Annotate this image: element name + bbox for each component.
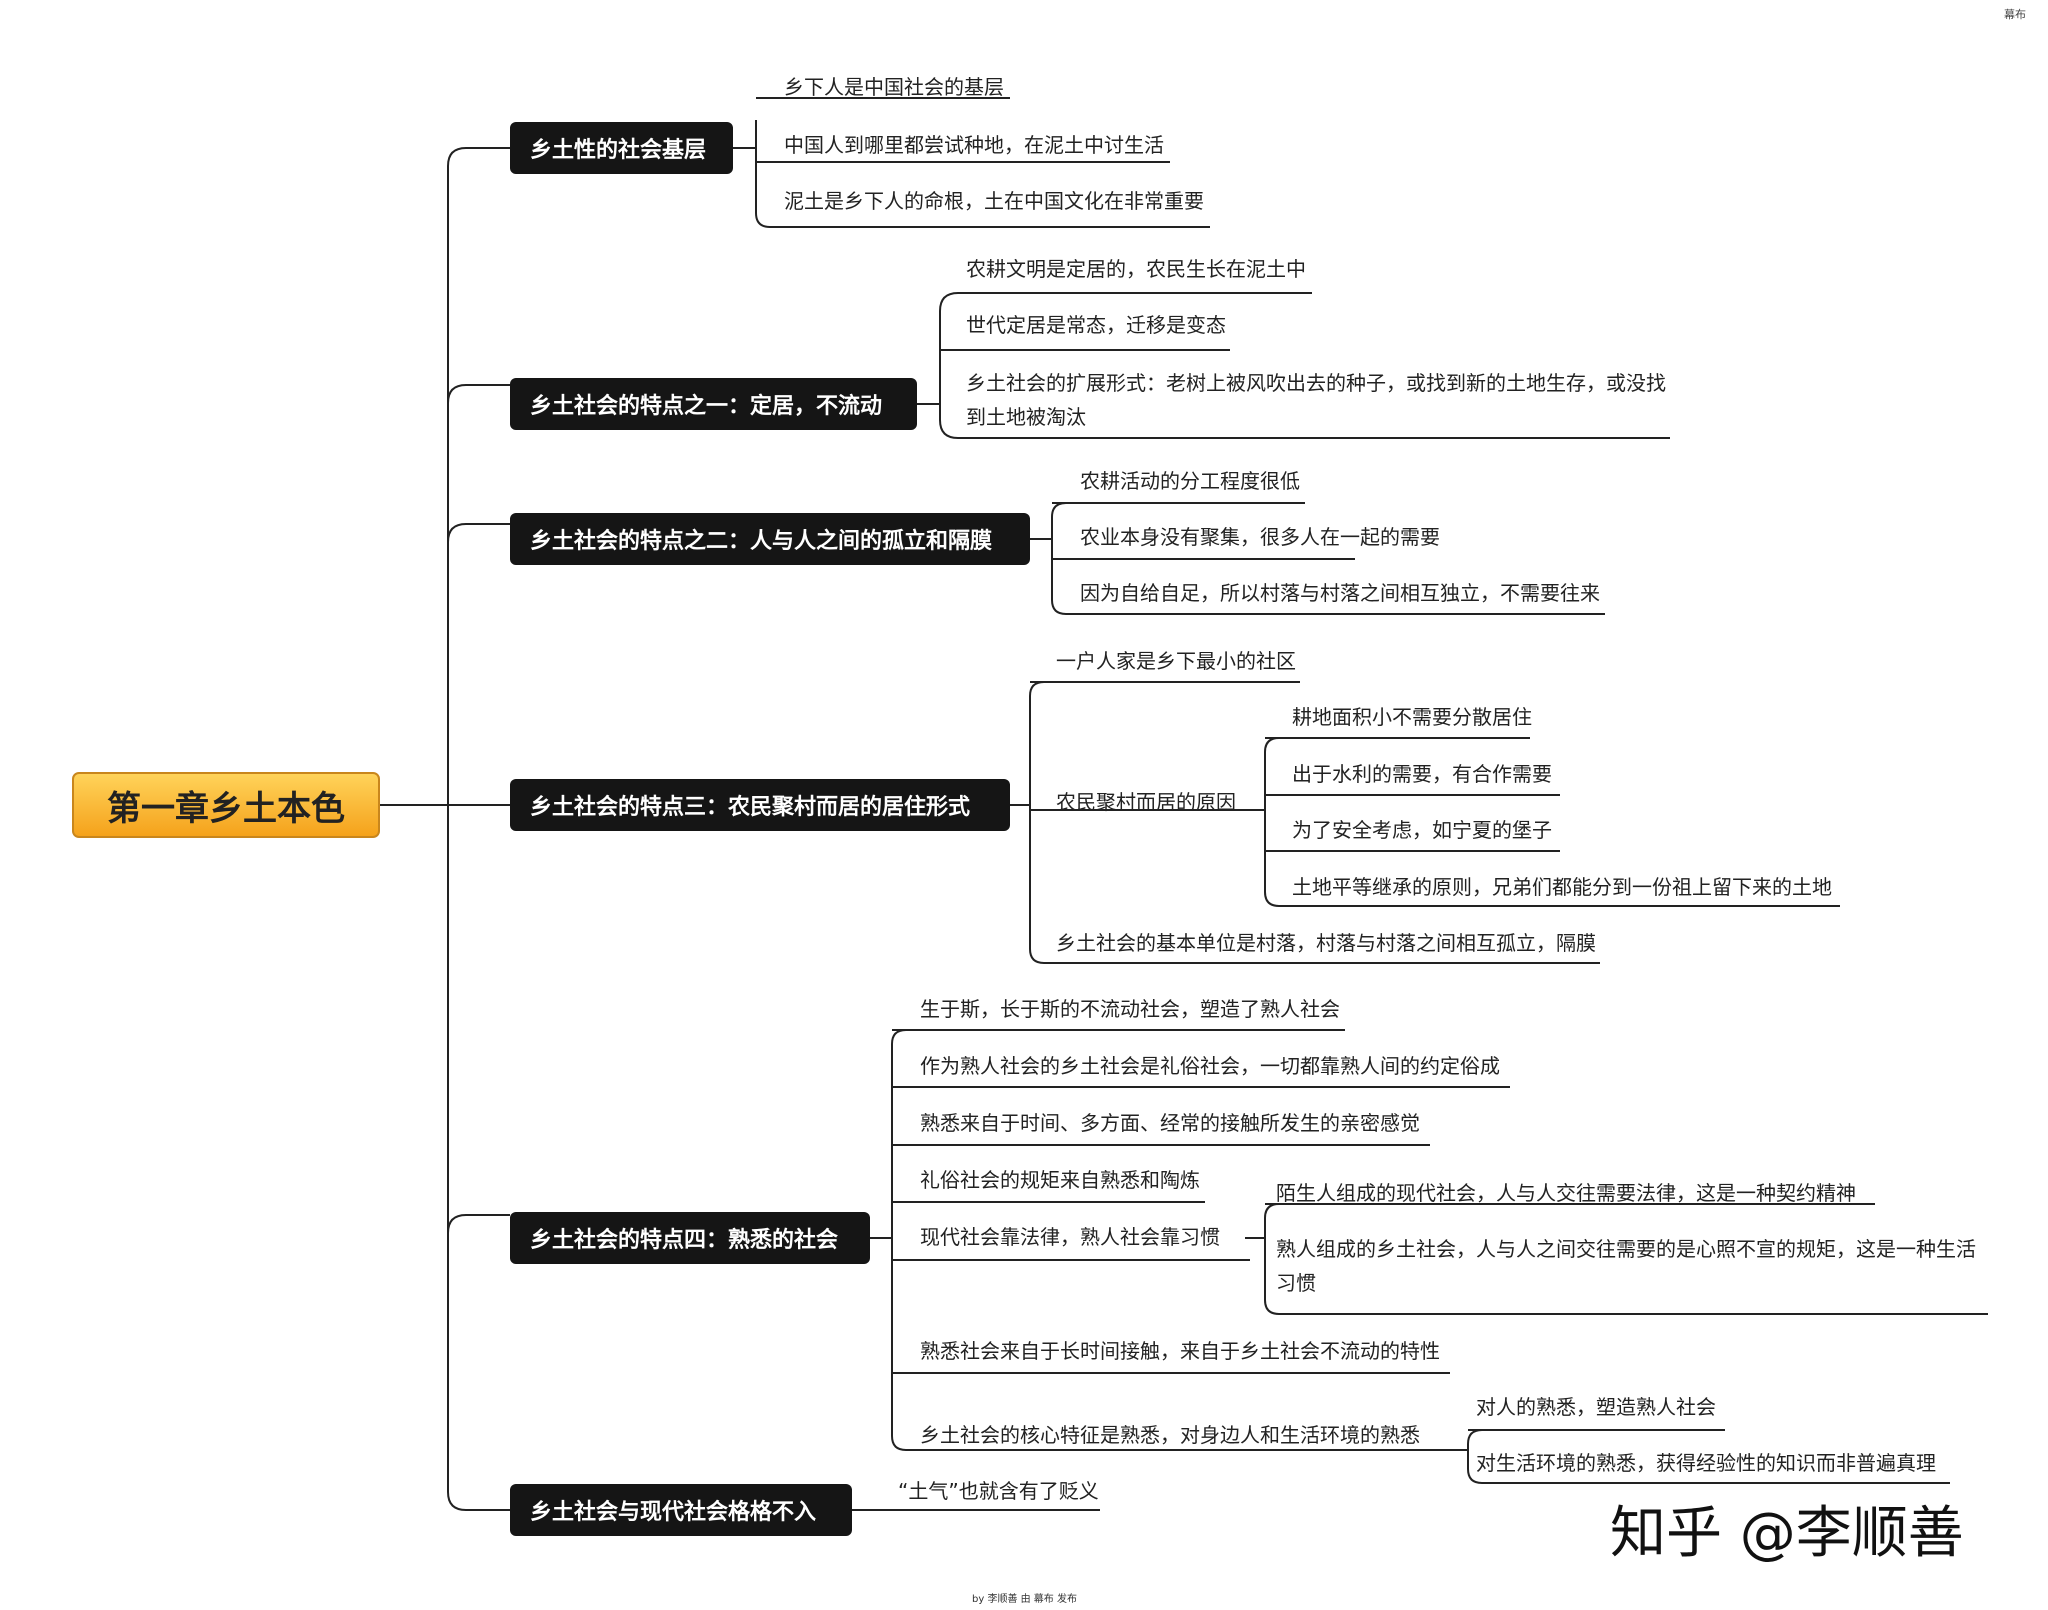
leaf-node[interactable]: 乡下人是中国社会的基层 bbox=[784, 75, 1004, 99]
branch-node-4[interactable]: 乡土社会的特点三：农民聚村而居的居住形式 bbox=[510, 779, 1010, 831]
leaf-node-continued[interactable]: 习惯 bbox=[1276, 1271, 1316, 1295]
leaf-node[interactable]: 农耕文明是定居的，农民生长在泥土中 bbox=[966, 257, 1306, 281]
leaf-node[interactable]: 熟悉社会来自于长时间接触，来自于乡土社会不流动的特性 bbox=[920, 1339, 1440, 1363]
leaf-node[interactable]: 一户人家是乡下最小的社区 bbox=[1056, 649, 1296, 673]
leaf-node[interactable]: 熟人组成的乡土社会，人与人之间交往需要的是心照不宣的规矩，这是一种生活 bbox=[1276, 1237, 1976, 1261]
leaf-node[interactable]: 乡土社会的核心特征是熟悉，对身边人和生活环境的熟悉 bbox=[920, 1423, 1420, 1447]
branch-label: 乡土社会与现代社会格格不入 bbox=[530, 1500, 817, 1525]
leaf-node[interactable]: 出于水利的需要，有合作需要 bbox=[1292, 762, 1552, 786]
leaf-node[interactable]: 陌生人组成的现代社会，人与人交往需要法律，这是一种契约精神 bbox=[1276, 1181, 1856, 1205]
zhihu-watermark: 知乎 @李顺善 bbox=[1610, 1501, 1964, 1566]
leaf-node[interactable]: 泥土是乡下人的命根，土在中国文化在非常重要 bbox=[784, 189, 1204, 213]
leaf-node[interactable]: 对人的熟悉，塑造熟人社会 bbox=[1476, 1395, 1716, 1419]
branch-label: 乡土性的社会基层 bbox=[530, 138, 707, 163]
leaf-node[interactable]: 生于斯，长于斯的不流动社会，塑造了熟人社会 bbox=[920, 997, 1340, 1021]
branch-label: 乡土社会的特点之二：人与人之间的孤立和隔膜 bbox=[530, 529, 993, 554]
root-node[interactable]: 第一章乡土本色 bbox=[72, 772, 380, 838]
branch-node-6[interactable]: 乡土社会与现代社会格格不入 bbox=[510, 1484, 852, 1536]
leaf-node[interactable]: 因为自给自足，所以村落与村落之间相互独立，不需要往来 bbox=[1080, 581, 1600, 605]
root-label: 第一章乡土本色 bbox=[107, 788, 345, 829]
branch-label: 乡土社会的特点之一：定居，不流动 bbox=[530, 394, 883, 419]
leaf-node[interactable]: 土地平等继承的原则，兄弟们都能分到一份祖上留下来的土地 bbox=[1292, 875, 1832, 899]
branch-node-2[interactable]: 乡土社会的特点之一：定居，不流动 bbox=[510, 378, 917, 430]
branch-label: 乡土社会的特点三：农民聚村而居的居住形式 bbox=[530, 795, 971, 820]
leaf-node[interactable]: 礼俗社会的规矩来自熟悉和陶炼 bbox=[920, 1168, 1200, 1192]
leaf-node[interactable]: 乡土社会的扩展形式：老树上被风吹出去的种子，或找到新的土地生存，或没找 bbox=[966, 371, 1666, 395]
leaf-node[interactable]: 世代定居是常态，迁移是变态 bbox=[966, 313, 1226, 337]
branch-node-5[interactable]: 乡土社会的特点四：熟悉的社会 bbox=[510, 1212, 870, 1264]
branch-node-3[interactable]: 乡土社会的特点之二：人与人之间的孤立和隔膜 bbox=[510, 513, 1030, 565]
leaf-node[interactable]: 农民聚村而居的原因 bbox=[1056, 790, 1236, 814]
leaf-node[interactable]: 对生活环境的熟悉，获得经验性的知识而非普遍真理 bbox=[1476, 1451, 1936, 1475]
corner-mark: 幕布 bbox=[2004, 8, 2026, 21]
leaf-node[interactable]: 作为熟人社会的乡土社会是礼俗社会，一切都靠熟人间的约定俗成 bbox=[920, 1054, 1500, 1078]
leaf-node-continued[interactable]: 到土地被淘汰 bbox=[966, 405, 1086, 429]
leaf-node[interactable]: 耕地面积小不需要分散居住 bbox=[1292, 705, 1532, 729]
leaf-node[interactable]: 熟悉来自于时间、多方面、经常的接触所发生的亲密感觉 bbox=[920, 1111, 1420, 1135]
branch-node-1[interactable]: 乡土性的社会基层 bbox=[510, 122, 733, 174]
leaf-node[interactable]: 农业本身没有聚集，很多人在一起的需要 bbox=[1080, 525, 1440, 549]
leaf-node[interactable]: 乡土社会的基本单位是村落，村落与村落之间相互孤立，隔膜 bbox=[1056, 931, 1596, 955]
leaf-node[interactable]: 中国人到哪里都尝试种地，在泥土中讨生活 bbox=[784, 133, 1164, 157]
leaf-node[interactable]: 现代社会靠法律，熟人社会靠习惯 bbox=[920, 1225, 1220, 1249]
leaf-node[interactable]: 为了安全考虑，如宁夏的堡子 bbox=[1292, 818, 1552, 842]
leaf-node[interactable]: “土气”也就含有了贬义 bbox=[898, 1479, 1099, 1503]
publish-credit: by 李顺善 由 幕布 发布 bbox=[972, 1594, 1077, 1605]
branch-label: 乡土社会的特点四：熟悉的社会 bbox=[530, 1228, 839, 1253]
leaf-node[interactable]: 农耕活动的分工程度很低 bbox=[1080, 469, 1300, 493]
